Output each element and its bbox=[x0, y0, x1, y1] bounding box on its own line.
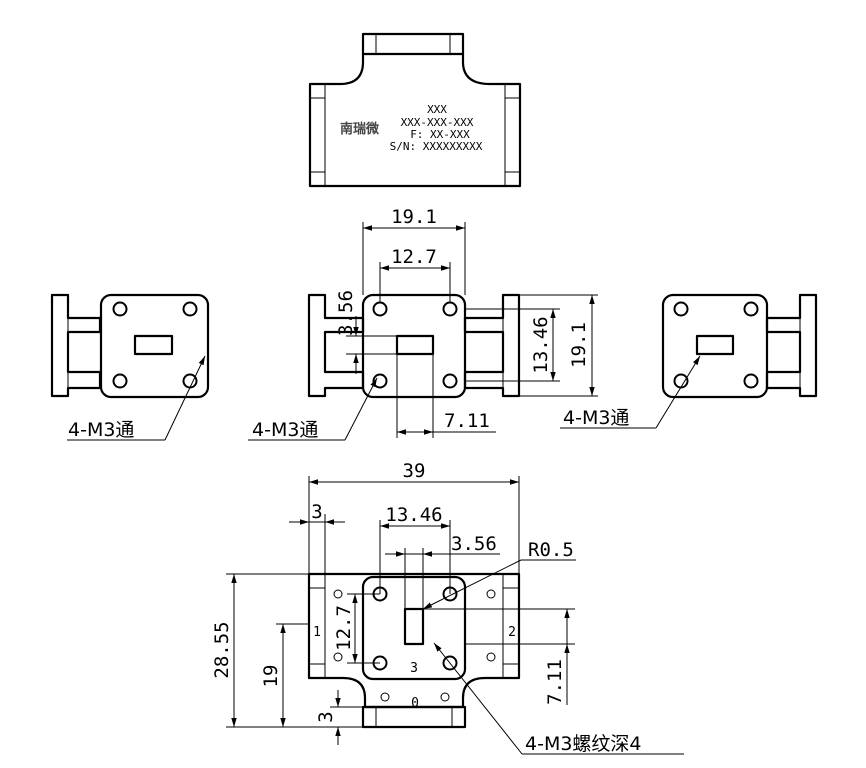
dim-bottom-3: 3 bbox=[315, 711, 337, 722]
front-view-callout: 4-M3通 bbox=[252, 419, 318, 441]
dim-bottom-radius: R0.5 bbox=[528, 539, 574, 561]
nameplate-line1: XXX bbox=[427, 103, 447, 116]
dim-front-offset: 3.56 bbox=[335, 290, 357, 336]
left-view-flange bbox=[99, 293, 210, 399]
left-view-callout: 4-M3通 bbox=[68, 419, 134, 441]
right-view-slot bbox=[695, 334, 735, 356]
front-view-flange bbox=[361, 293, 467, 399]
dim-bottom-flange: 3 bbox=[311, 501, 322, 523]
right-view-flange bbox=[661, 293, 769, 399]
dim-bottom-total-width: 39 bbox=[403, 460, 426, 482]
dim-front-height-outer: 19.1 bbox=[568, 322, 590, 368]
port-3-label: 3 bbox=[410, 661, 418, 676]
dim-front-height-inner: 13.46 bbox=[530, 316, 552, 373]
bottom-view-callout: 4-M3螺纹深4 bbox=[525, 733, 642, 755]
dim-front-width-inner: 12.7 bbox=[391, 246, 437, 268]
dim-front-width-outer: 19.1 bbox=[391, 206, 437, 228]
bottom-view-slot bbox=[403, 607, 425, 646]
dim-bottom-port-width: 13.46 bbox=[385, 504, 442, 526]
dim-bottom-total-height: 28.55 bbox=[211, 621, 233, 678]
right-view: 4-M3通 bbox=[560, 293, 818, 429]
front-view: 19.1 12.7 3.56 13.46 19.1 7.11 4-M3通 bbox=[248, 206, 598, 441]
top-view-upper-flange bbox=[361, 32, 465, 56]
nameplate-brand: 南瑞微 bbox=[340, 121, 380, 137]
port-0-label: 0 bbox=[411, 696, 419, 711]
dim-front-slot: 7.11 bbox=[444, 410, 490, 432]
nameplate-line2: XXX-XXX-XXX bbox=[401, 116, 474, 129]
right-view-callout: 4-M3通 bbox=[563, 407, 629, 429]
top-view-body bbox=[308, 54, 522, 188]
port-2-label: 2 bbox=[508, 625, 516, 640]
left-view: 4-M3通 bbox=[50, 293, 210, 441]
dim-bottom-height-19: 19 bbox=[260, 665, 282, 688]
top-view: 南瑞微 XXX XXX-XXX-XXX F: XX-XXX S/N: XXXXX… bbox=[308, 32, 522, 188]
bottom-view: 1 2 3 0 39 3 13.46 3.56 R0.5 28.5 bbox=[211, 460, 684, 755]
port-1-label: 1 bbox=[313, 625, 321, 640]
nameplate-line4: S/N: XXXXXXXXX bbox=[390, 140, 483, 153]
bottom-view-body bbox=[307, 572, 521, 709]
dim-bottom-inner-12-7: 12.7 bbox=[333, 605, 355, 651]
dim-bottom-slot-width: 3.56 bbox=[451, 533, 497, 555]
nameplate-line3: F: XX-XXX bbox=[410, 128, 470, 141]
bottom-view-port-flange bbox=[361, 575, 467, 681]
dim-bottom-right-7-11: 7.11 bbox=[544, 659, 566, 705]
front-view-slot bbox=[395, 334, 435, 356]
left-view-slot bbox=[133, 334, 174, 356]
